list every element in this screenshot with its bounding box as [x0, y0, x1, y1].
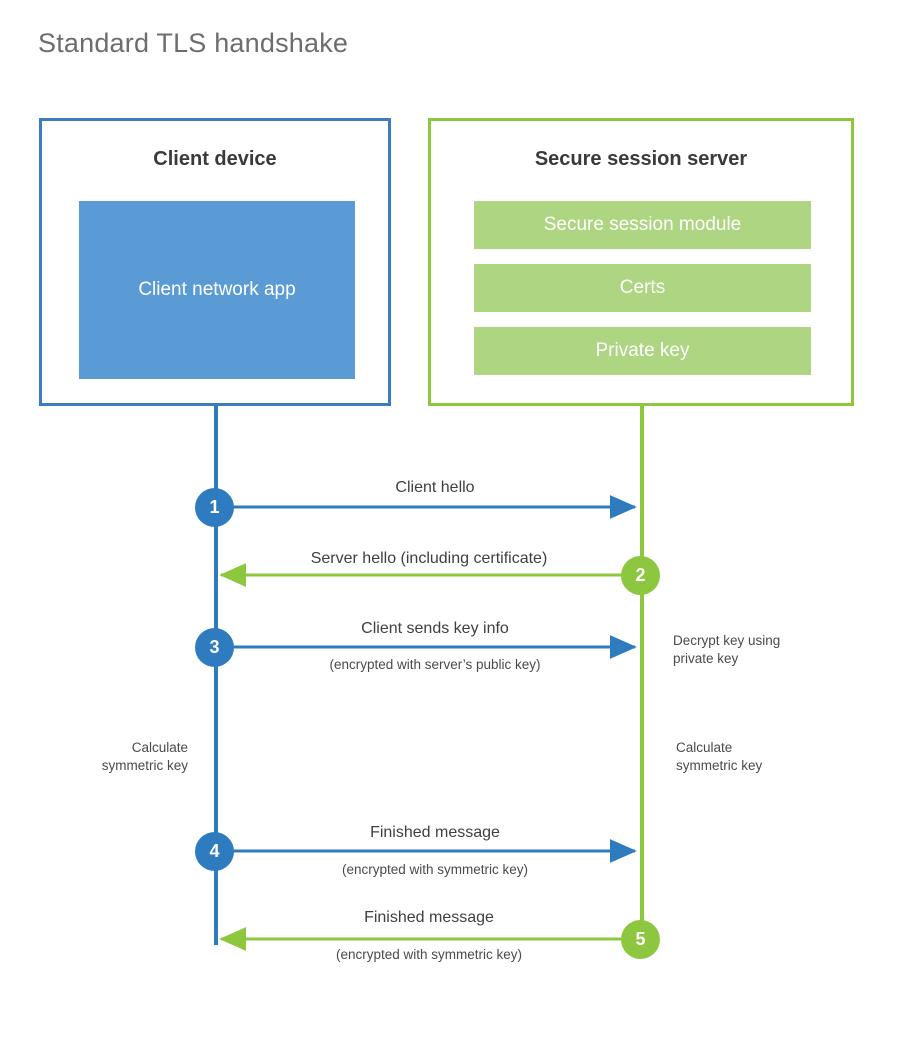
client-device-title: Client device — [153, 148, 277, 170]
server-component-private-key: Private key — [474, 327, 811, 375]
step-circle-3[interactable]: 3 — [195, 628, 234, 667]
annotation-calculate-symmetric-key-server: Calculate symmetric key — [676, 740, 763, 773]
message-sublabel-4: (encrypted with symmetric key) — [341, 862, 529, 877]
secure-session-server-title: Secure session server — [534, 148, 748, 170]
server-component-secure-session-module: Secure session module — [474, 201, 811, 249]
message-sublabel-3: (encrypted with server’s public key) — [329, 657, 541, 672]
message-label-3: Client sends key info — [361, 620, 509, 637]
message-label-5: Finished message — [364, 909, 494, 926]
client-lifeline — [214, 405, 218, 945]
message-label-1: Client hello — [395, 479, 475, 496]
annotation-decrypt-key: Decrypt key using private key — [673, 633, 781, 666]
step-circle-2[interactable]: 2 — [621, 556, 660, 595]
message-sublabel-5: (encrypted with symmetric key) — [335, 947, 523, 962]
page-title: Standard TLS handshake — [38, 28, 349, 58]
step-circle-1[interactable]: 1 — [195, 488, 234, 527]
message-label-2: Server hello (including certificate) — [310, 550, 548, 567]
annotation-calculate-symmetric-key-client: Calculate symmetric key — [101, 740, 188, 773]
server-component-certs: Certs — [474, 264, 811, 312]
client-device-box: Client device Client network app — [39, 118, 391, 406]
server-lifeline — [640, 405, 644, 941]
step-circle-5[interactable]: 5 — [621, 920, 660, 959]
client-network-app-block: Client network app — [79, 201, 355, 379]
secure-session-server-box: Secure session server Secure session mod… — [428, 118, 854, 406]
message-label-4: Finished message — [370, 824, 500, 841]
step-circle-4[interactable]: 4 — [195, 832, 234, 871]
